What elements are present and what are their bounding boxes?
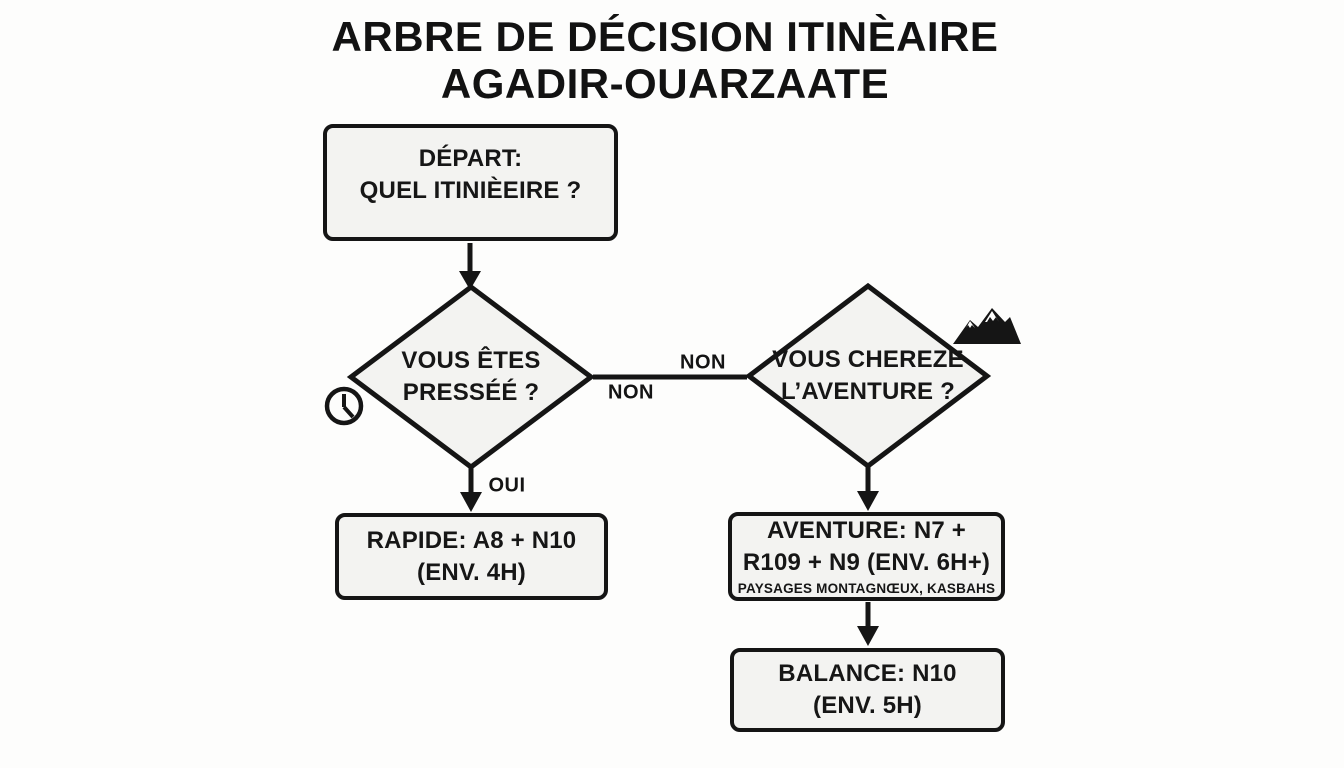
node-aventure: AVENTURE: N7 + R109 + N9 (ENV. 6H+) PAYS…: [728, 512, 1005, 601]
decision-pressed-line2: PRESSÉÉ ?: [402, 379, 540, 406]
clock-icon: [324, 386, 364, 426]
diagram-title: ARBRE DE DÉCISION ITINÈAIRE AGADIR-OUARZ…: [0, 13, 1330, 107]
node-start-line1: DÉPART:: [418, 144, 523, 172]
node-balance-line2: (ENV. 5H): [813, 692, 922, 719]
node-aventure-line1: AVENTURE: N7 +: [766, 517, 967, 544]
edge-label-non-lower: NON: [608, 381, 654, 404]
edge-label-oui: OUI: [488, 474, 526, 497]
node-rapide-line1: RAPIDE: A8 + N10: [366, 526, 577, 554]
arrow-adventure-to-result: [857, 466, 879, 511]
decision-adventure-label: VOUS CHEREZE L’AVENTURE ?: [772, 344, 964, 408]
node-rapide: RAPIDE: A8 + N10 (ENV. 4H): [335, 513, 608, 600]
node-start-line2: QUEL ITINIÈEIRE ?: [359, 176, 582, 204]
diagram-title-line1: ARBRE DE DÉCISION ITINÈAIRE: [331, 13, 999, 60]
edge-label-non-upper: NON: [680, 351, 726, 374]
arrow-aventure-to-balance: [857, 602, 879, 646]
node-aventure-line2: R109 + N9 (ENV. 6H+): [742, 549, 991, 576]
arrow-start-to-pressed: [459, 243, 481, 290]
node-balance: BALANCE: N10 (ENV. 5H): [730, 648, 1005, 732]
decision-adventure-line2: L’AVENTURE ?: [781, 378, 955, 405]
decision-pressed-line1: VOUS ÊTES: [401, 347, 541, 374]
diagram-title-line2: AGADIR-OUARZAATE: [440, 60, 890, 107]
node-balance-line1: BALANCE: N10: [778, 660, 957, 687]
mountain-icon: [953, 308, 1021, 344]
node-rapide-line2: (ENV. 4H): [417, 558, 526, 586]
decision-adventure-line1: VOUS CHEREZE: [772, 346, 964, 373]
decision-pressed-label: VOUS ÊTES PRESSÉÉ ?: [401, 345, 540, 409]
node-aventure-line3: PAYSAGES MONTAGNŒUX, KASBAHS: [737, 581, 996, 596]
node-start: DÉPART: QUEL ITINIÈEIRE ?: [323, 124, 618, 241]
arrow-pressed-to-rapide: [460, 467, 482, 512]
